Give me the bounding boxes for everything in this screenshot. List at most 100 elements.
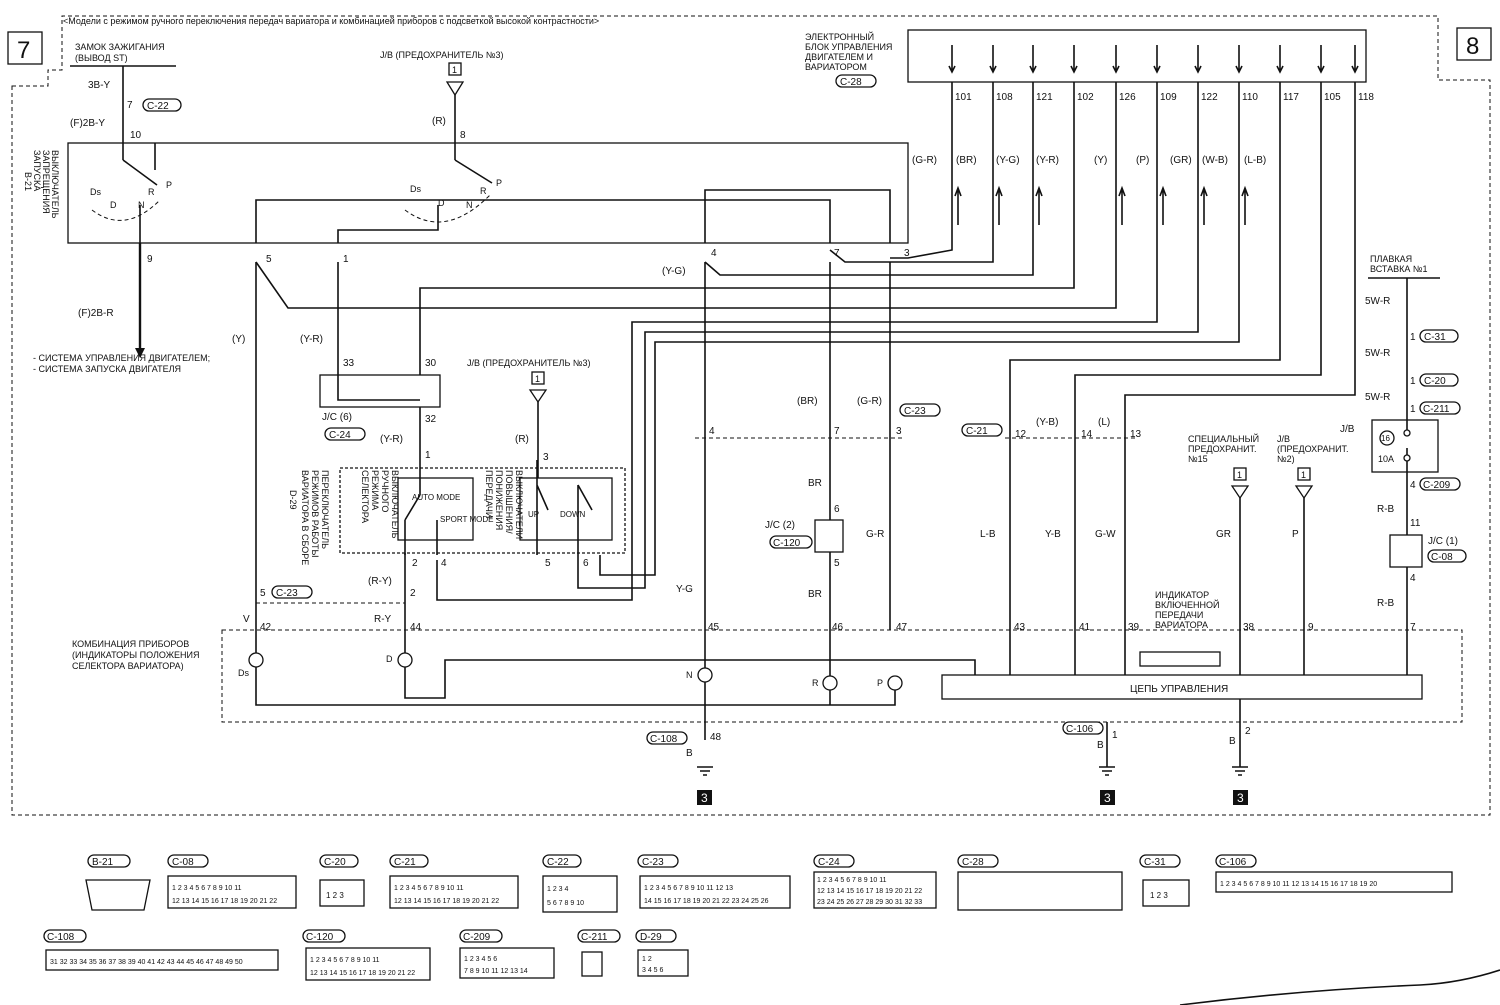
fuse-10a: 10A — [1378, 454, 1394, 464]
manual-label-2: РУЧНОГО — [380, 470, 390, 512]
page-marker-right — [1456, 27, 1492, 61]
sw2-r: R — [480, 186, 487, 196]
ecu-wire-yg: (Y-G) — [996, 155, 1020, 166]
inhibitor-switch-box — [67, 142, 909, 244]
ecu-pin-101-tick — [948, 45, 956, 74]
wire-rb-label-1: R-B — [1377, 504, 1395, 515]
wire-br-label-2: BR — [808, 478, 822, 489]
ground-ref-1-label: 3 — [701, 791, 708, 805]
wire-ry-label: (R-Y) — [368, 576, 392, 587]
legend-c108-label: C-108 — [47, 932, 75, 943]
legend-c23-row1: 1 2 3 4 5 6 7 8 9 10 11 12 13 — [644, 885, 733, 892]
sw2-d: D — [438, 198, 445, 208]
legend-c23-face — [639, 875, 791, 909]
wire-yr-label: (Y-R) — [300, 334, 323, 345]
connector-c21-label: C-21 — [966, 426, 988, 437]
fuse-box-3 — [1233, 467, 1247, 481]
inhibitor-inner-3 — [704, 189, 891, 243]
page-number-left: 7 — [17, 37, 30, 64]
wire-b-2: B — [1097, 740, 1104, 751]
inhibitor-connector-b21: B-21 — [23, 172, 33, 191]
legend-c31-face — [1142, 879, 1190, 907]
ecu-pin-108: 108 — [996, 92, 1013, 103]
jb-fuse-16-box — [1371, 419, 1439, 473]
jc6-box — [319, 374, 441, 408]
legend-c108-row1: 31 32 33 34 35 36 37 38 39 40 41 42 43 4… — [50, 959, 243, 966]
fusible-1: ПЛАВКАЯ — [1370, 254, 1412, 264]
special-fuse-2: ПРЕДОХРАНИТ. — [1188, 444, 1257, 454]
legend-c22-label: C-22 — [547, 857, 569, 868]
legend-c20-face — [319, 879, 365, 907]
cvt-indicator-3: ПЕРЕДАЧИ — [1155, 610, 1203, 620]
pin-6-selector: 6 — [583, 558, 589, 569]
wire-108 — [829, 82, 994, 263]
ecu-pin-126: 126 — [1119, 92, 1136, 103]
jb-fuse2-2: (ПРЕДОХРАНИТ. — [1277, 444, 1349, 454]
sw1-r: R — [148, 187, 155, 197]
inhibitor-contact-2 — [454, 159, 493, 184]
wire-yg-label-2: Y-G — [676, 584, 693, 595]
legend-c106-row1: 1 2 3 4 5 6 7 8 9 10 11 12 13 14 15 16 1… — [1220, 881, 1377, 888]
legend-d29-row2: 3 4 5 6 — [642, 967, 664, 974]
wire-105 — [1074, 82, 1322, 675]
pin-12: 12 — [1015, 429, 1027, 440]
wire-gr-label-2: G-R — [866, 529, 884, 540]
systems-2: - СИСТЕМА ЗАПУСКА ДВИГАТЕЛЯ — [33, 364, 181, 374]
legend-c209-row2: 7 8 9 10 11 12 13 14 — [464, 968, 528, 975]
ecu-pin-101: 101 — [955, 92, 972, 103]
jc1-box — [1389, 534, 1423, 568]
wire-5wr-1: 5W-R — [1365, 296, 1390, 307]
inhibitor-switch-arc-2 — [404, 194, 491, 223]
down-label: DOWN — [560, 510, 586, 519]
legend-d29-label: D-29 — [640, 932, 662, 943]
connector-c106-label: C-106 — [1066, 724, 1094, 735]
fuse-box-2-number: 1 — [535, 374, 540, 384]
wire-5wr-2: 5W-R — [1365, 348, 1390, 359]
fuse-box-4 — [1297, 467, 1311, 481]
ecu-pin-118-tick — [1351, 45, 1359, 74]
legend-d29-face — [637, 949, 689, 977]
wire-118 — [1124, 82, 1356, 675]
pin-9: 9 — [147, 254, 153, 265]
pin-4-selector: 4 — [441, 558, 447, 569]
page-marker-left — [7, 31, 43, 65]
fuse-box-1 — [448, 62, 462, 76]
wire-ry-label-2: R-Y — [374, 614, 392, 625]
lamp-common-line — [255, 630, 896, 706]
connector-tag-c08 — [1427, 549, 1467, 563]
legend-c08-label: C-08 — [172, 857, 194, 868]
control-circuit-box — [941, 674, 1423, 700]
wire-109 — [436, 82, 1158, 601]
pin-13: 13 — [1130, 429, 1142, 440]
pin-33: 33 — [343, 358, 355, 369]
fuse-box-3-number: 1 — [1237, 470, 1242, 480]
legend-c209-label: C-209 — [463, 932, 491, 943]
systems-1: - СИСТЕМА УПРАВЛЕНИЯ ДВИГАТЕЛЕМ; — [33, 353, 210, 363]
page-number-right: 8 — [1466, 33, 1479, 60]
legend-c22-row1: 1 2 3 4 — [547, 886, 569, 893]
pin-42: 42 — [260, 622, 272, 633]
connector-c23-left: C-23 — [276, 588, 298, 599]
wire-122 — [577, 82, 1199, 589]
ecu-wire-lb: (L-B) — [1244, 155, 1266, 166]
inhibitor-switch-arc-1 — [91, 199, 161, 221]
cluster-label-1: КОМБИНАЦИЯ ПРИБОРОВ — [72, 639, 189, 649]
manual-mode-switch — [397, 477, 474, 541]
selector-assembly-box — [339, 467, 626, 554]
ecu-block — [907, 29, 1367, 83]
pin-45: 45 — [708, 622, 720, 633]
ecu-wire-y: (Y) — [1094, 155, 1107, 166]
lamp-r-icon — [822, 675, 838, 691]
fuse-box-1-number: 1 — [452, 65, 457, 75]
connector-tag-c120 — [769, 535, 813, 549]
pin-39: 39 — [1128, 622, 1140, 633]
selector-label-1: ПЕРЕКЛЮЧАТЕЛЬ — [320, 470, 330, 549]
wire-126 — [255, 82, 1117, 309]
legend-c211-face — [581, 951, 603, 977]
lamp-n-label: N — [686, 670, 693, 680]
jc2-label: J/C (2) — [765, 520, 795, 531]
wire-yg-label: (Y-G) — [662, 266, 686, 277]
inhibitor-label-3: ЗАПУСКА — [32, 150, 42, 191]
legend-c28-face — [957, 871, 1123, 911]
wire-5wr-3: 5W-R — [1365, 392, 1390, 403]
